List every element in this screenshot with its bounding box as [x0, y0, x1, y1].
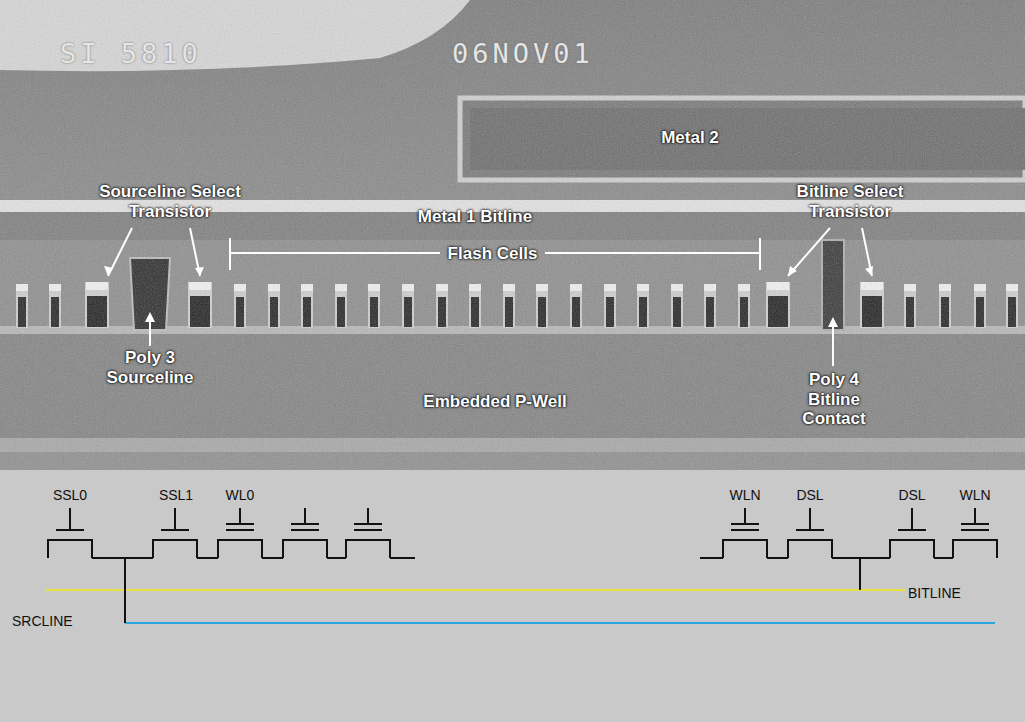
- gate-stem: [69, 508, 71, 530]
- arrowhead: [788, 266, 797, 276]
- gate-stem: [809, 508, 811, 530]
- gate-stem: [911, 508, 913, 530]
- wire: [197, 557, 218, 559]
- transistor-channel: [153, 540, 197, 558]
- sem-noise: [0, 0, 1025, 470]
- watermark: SI 5810: [60, 38, 260, 69]
- part-label: Poly 4 Bitline Contact: [788, 370, 880, 429]
- part-label: Bitline Select Transistor: [760, 182, 940, 221]
- part-label: Flash Cells: [440, 244, 545, 264]
- signal-name: DSL: [882, 487, 942, 503]
- transistor-gate: [291, 529, 319, 531]
- transistor-gate: [354, 529, 382, 531]
- signal-name: DSL: [780, 487, 840, 503]
- transistor-channel: [283, 540, 327, 558]
- transistor-channel: [218, 540, 262, 558]
- transistor-channel: [48, 540, 92, 558]
- arrowhead: [104, 266, 113, 276]
- signal-name: SSL1: [146, 487, 206, 503]
- span-tick: [759, 238, 761, 270]
- wire: [327, 557, 346, 559]
- wire: [700, 557, 723, 559]
- watermark: 06NOV01: [452, 38, 672, 69]
- arrowhead: [145, 312, 155, 322]
- wire: [934, 557, 953, 559]
- arrowhead: [195, 267, 204, 276]
- gate-stem: [304, 508, 306, 524]
- bitline-wire: [45, 589, 905, 591]
- gate-stem: [744, 508, 746, 524]
- schematic-ground: [0, 470, 1025, 722]
- gate-stem: [174, 508, 176, 530]
- transistor-gate: [226, 529, 254, 531]
- signal-name: WLN: [715, 487, 775, 503]
- signal-name: BITLINE: [908, 585, 1008, 601]
- leader-line: [862, 228, 872, 276]
- wire: [859, 558, 861, 590]
- wire: [92, 557, 153, 559]
- part-label: Poly 3 Sourceline: [85, 348, 215, 387]
- transistor-channel: [890, 540, 934, 558]
- span-line: [545, 252, 760, 254]
- wire: [124, 558, 126, 623]
- arrowhead: [828, 317, 838, 327]
- transistor-channel: [953, 540, 997, 558]
- transistor-gate: [731, 529, 759, 531]
- gate-stem: [974, 508, 976, 524]
- gate-stem: [239, 508, 241, 524]
- transistor-gate: [961, 529, 989, 531]
- arrowhead: [865, 266, 873, 276]
- signal-name: WL0: [210, 487, 270, 503]
- transistor-channel: [723, 540, 767, 558]
- wire: [390, 557, 415, 559]
- wire: [262, 557, 283, 559]
- part-label: Embedded P-Well: [400, 392, 590, 412]
- part-label: Sourceline Select Transistor: [80, 182, 260, 221]
- signal-name: WLN: [945, 487, 1005, 503]
- transistor-channel: [788, 540, 832, 558]
- sem-ground: [0, 0, 1025, 470]
- srcline-wire: [125, 622, 995, 624]
- wire: [767, 557, 788, 559]
- transistor-channel: [346, 540, 390, 558]
- part-label: Metal 1 Bitline: [385, 207, 565, 227]
- leader-line: [788, 228, 830, 276]
- span-tick: [229, 238, 231, 270]
- wire: [47, 540, 49, 558]
- wire: [996, 540, 998, 558]
- part-label: Metal 2: [640, 128, 740, 148]
- signal-name: SRCLINE: [12, 613, 122, 629]
- gate-stem: [367, 508, 369, 524]
- signal-name: SSL0: [40, 487, 100, 503]
- span-line: [230, 252, 440, 254]
